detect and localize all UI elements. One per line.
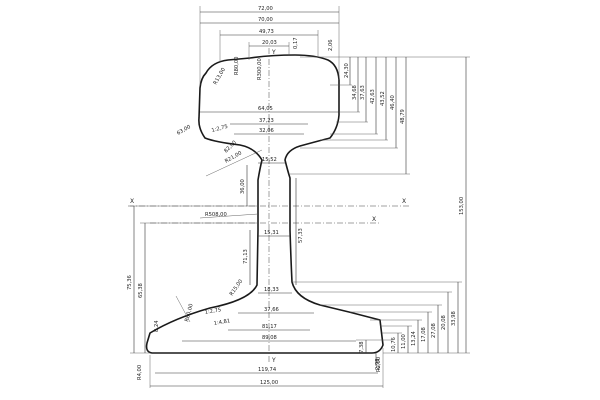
rail-outline <box>145 54 384 354</box>
dim-125: 125,00 <box>260 380 278 386</box>
dim-33-98: 33,98 <box>451 311 457 326</box>
dim-48-79: 48,79 <box>400 109 406 124</box>
r-8-foot: 8,24 <box>154 320 160 332</box>
r-80-foot: R80,00 <box>184 303 195 322</box>
dim-11-00: 11,00 <box>401 334 407 349</box>
dim-37-23: 37,23 <box>259 118 274 124</box>
dim-20-08: 20,08 <box>441 315 447 330</box>
dim-57-33: 57,33 <box>298 228 304 243</box>
dim-89-08: 89,08 <box>262 335 277 341</box>
dim-37-63: 37,63 <box>360 85 366 100</box>
dim-49-73: 49,73 <box>259 29 274 35</box>
dim-13-24: 13,24 <box>411 330 417 346</box>
dim-42-63: 42,63 <box>370 89 376 104</box>
dim-7-38: 7,38 <box>359 341 365 353</box>
r-300: R300,00 <box>257 58 263 80</box>
dim-2-98: 2,98 <box>375 358 381 370</box>
dim-71-13: 71,13 <box>243 249 249 264</box>
dim-70: 70,00 <box>258 17 273 23</box>
dim-2-06: 2,06 <box>328 39 334 51</box>
r-2-foot: R2,00 <box>376 357 382 372</box>
dim-37-66: 37,66 <box>264 307 279 313</box>
dim-17-08: 17,08 <box>421 327 427 342</box>
dim-32-06: 32,06 <box>259 128 274 134</box>
r-4-foot: R4,00 <box>137 365 143 380</box>
right-head-dimensions: 24,30 34,68 37,63 42,63 43,52 46,40 48,7… <box>290 56 470 175</box>
y-axis-label-bottom: Y <box>271 357 276 364</box>
slope-foot-a: 1:2,75 <box>204 307 221 316</box>
dim-81-17: 81,17 <box>262 324 277 330</box>
slope-foot-b: 1:4,81 <box>213 318 230 327</box>
slope-head: 1:2,75 <box>211 124 229 134</box>
dim-15-52: 15,52 <box>262 157 277 163</box>
r-80: R80,00 <box>234 57 240 75</box>
dim-119-74: 119,74 <box>258 367 277 373</box>
dim-36: 36,00 <box>240 179 246 194</box>
dim-34-68: 34,68 <box>352 85 358 100</box>
dim-27-08: 27,08 <box>431 323 437 338</box>
x-axis-label-right: X <box>402 198 406 205</box>
dim-43-52: 43,52 <box>380 91 386 106</box>
r-15: R15,00 <box>229 279 245 298</box>
dim-153: 153,00 <box>459 197 465 215</box>
neutral-axis-label-right: X <box>372 216 376 223</box>
dim-64-05: 64,05 <box>258 106 273 112</box>
dim-10-76: 10,76 <box>391 337 397 352</box>
dim-24-30: 24,30 <box>344 63 350 78</box>
dim-65-38: 65,38 <box>138 283 144 298</box>
dim-15-31: 15,31 <box>264 230 279 236</box>
dim-75-36: 75,36 <box>127 275 133 290</box>
dim-20-03: 20,03 <box>262 40 277 46</box>
y-axis-label-top: Y <box>271 49 276 56</box>
dim-18-33: 18,33 <box>264 287 279 293</box>
r-63: 63,00 <box>176 124 192 137</box>
right-foot-dimensions: 33,98 20,08 27,08 17,08 13,24 11,00 10,7… <box>292 281 462 370</box>
r-13: R13,00 <box>213 67 227 86</box>
x-axis-label-left: X <box>130 198 134 205</box>
dim-72: 72,00 <box>258 6 273 12</box>
top-dimension-group: 72,00 70,00 49,73 20,03 0,17 2,06 <box>199 6 340 85</box>
r-508: R508,00 <box>205 212 227 218</box>
dim-0-17: 0,17 <box>293 37 299 49</box>
dim-46-40: 46,40 <box>390 95 396 110</box>
